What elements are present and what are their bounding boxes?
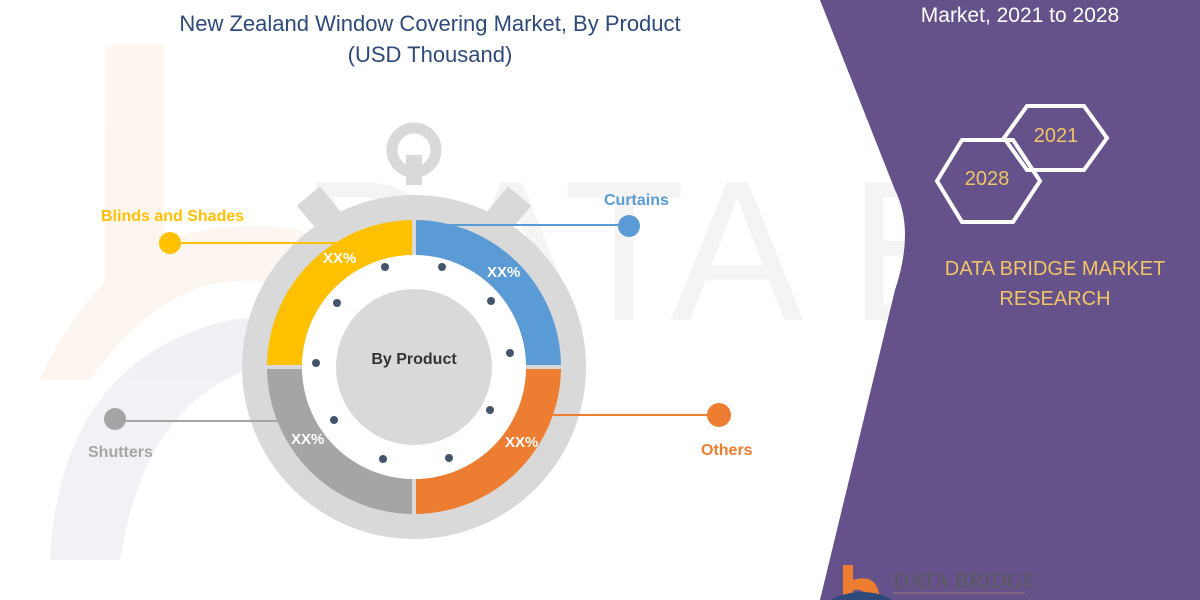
- pct-shutters: XX%: [291, 431, 325, 448]
- leader-lines: [104, 215, 731, 430]
- brand-line2: RESEARCH: [999, 288, 1111, 310]
- label-blinds-and-shades: Blinds and Shades: [101, 208, 245, 225]
- tick-dots: [312, 263, 514, 463]
- hex-year-2021: 2021: [1033, 125, 1079, 147]
- donut-chart: [267, 220, 561, 514]
- chart-title-line2: (USD Thousand): [347, 42, 513, 67]
- pct-others: XX%: [505, 434, 539, 451]
- chart-title-line1: New Zealand Window Covering Market, By P…: [179, 11, 681, 36]
- segment-curtains[interactable]: [416, 220, 561, 365]
- watermark-logo: [40, 45, 310, 560]
- segment-others[interactable]: [416, 369, 561, 514]
- pct-blinds-and-shades: XX%: [323, 250, 357, 267]
- label-others: Others: [701, 442, 753, 459]
- label-shutters: Shutters: [88, 444, 153, 461]
- center-disc: [336, 289, 492, 445]
- segment-blinds-and-shades[interactable]: [267, 220, 412, 365]
- logo-text: DATA BRIDGE: [893, 568, 1037, 593]
- pct-curtains: XX%: [487, 264, 521, 281]
- side-panel-subtitle: Market, 2021 to 2028: [920, 4, 1120, 27]
- brand-line1: DATA BRIDGE MARKET: [944, 258, 1166, 280]
- hex-2028: [934, 138, 1043, 224]
- center-label: By Product: [371, 351, 457, 368]
- hexagons: [934, 104, 1110, 224]
- chart-title: New Zealand Window Covering Market, By P…: [150, 8, 710, 70]
- hex-year-2028: 2028: [964, 168, 1010, 190]
- label-curtains: Curtains: [604, 192, 669, 209]
- brand-logo-icon: [830, 565, 890, 600]
- side-panel-bg: [820, 0, 1200, 600]
- brand-name: DATA BRIDGE MARKET RESEARCH: [920, 254, 1190, 314]
- segment-shutters[interactable]: [267, 369, 412, 514]
